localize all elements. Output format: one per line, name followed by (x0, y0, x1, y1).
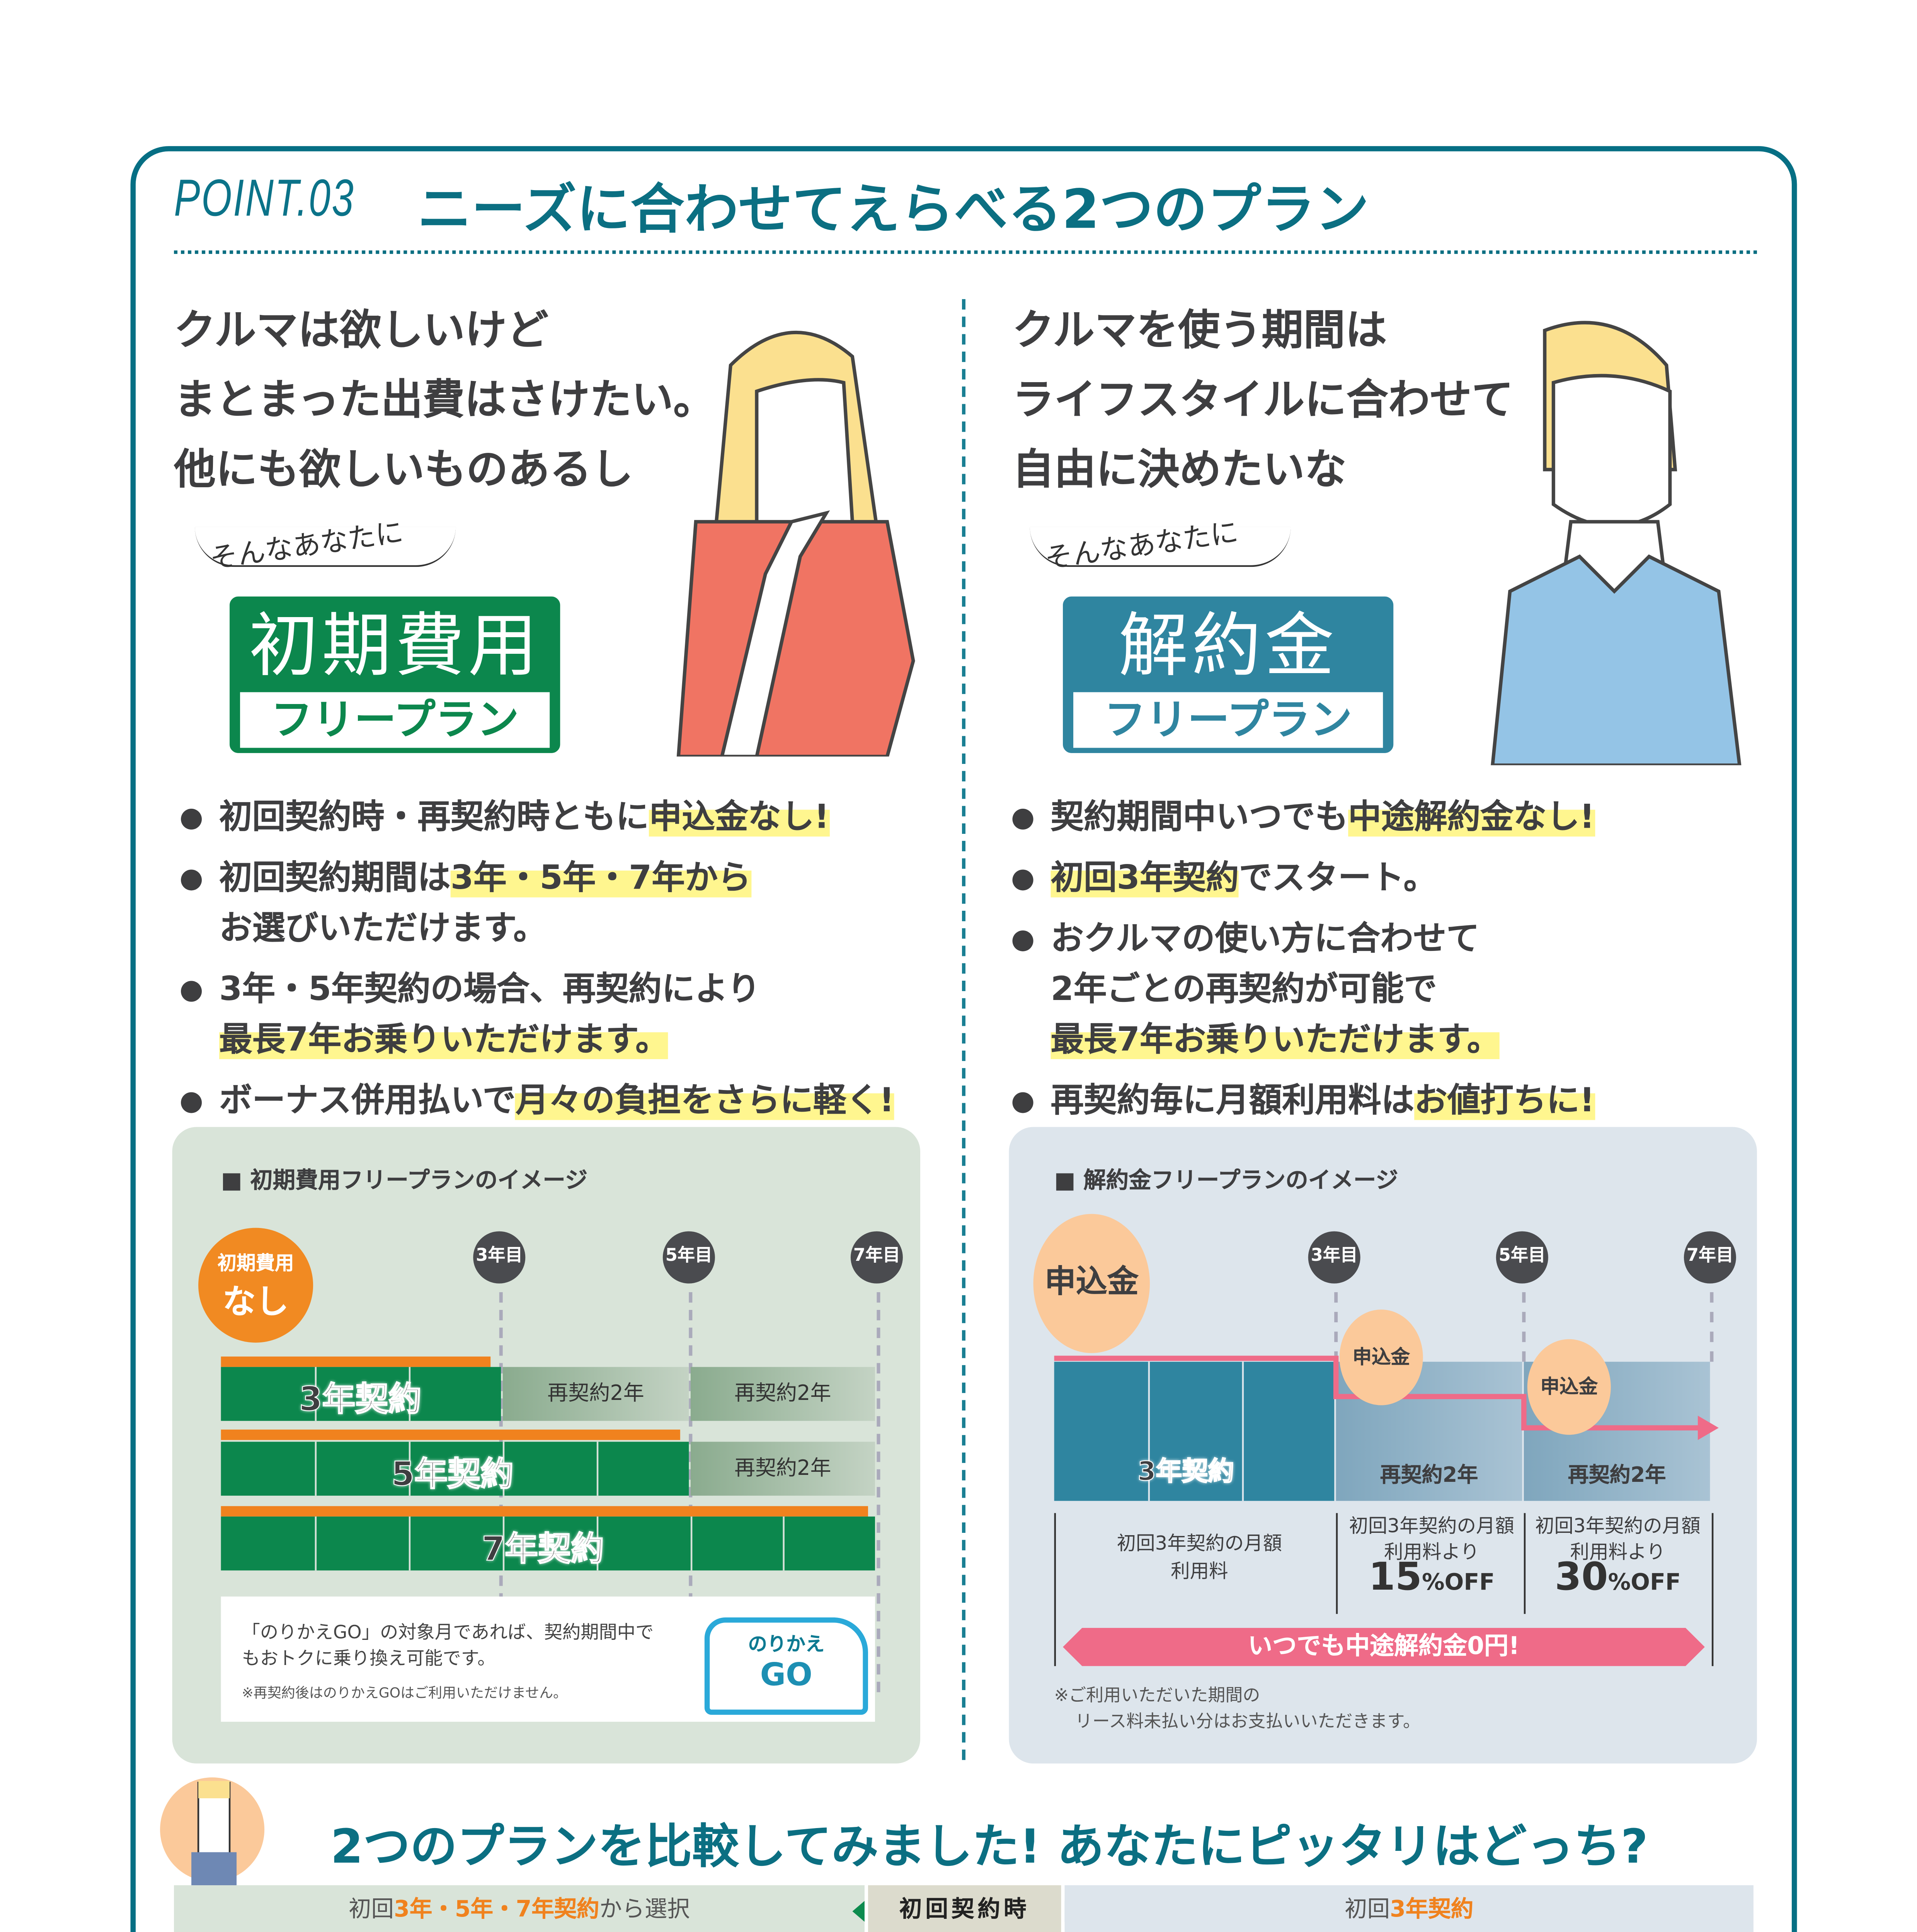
dotted-divider (174, 250, 1757, 254)
lead-line: 他にも欲しいものあるし (174, 445, 633, 494)
contract-arrow (221, 1356, 491, 1367)
benefit-bullet: ボーナス併用払いで月々の負担をさらに軽く! (181, 1077, 946, 1127)
diagram-footnote: ※ご利用いただいた期間の リース料未払い分はお支払いいただきます。 (1054, 1687, 1420, 1732)
benefit-bullet: 3年・5年契約の場合、再契約により最長7年お乗りいただけます。 (181, 965, 946, 1066)
cancellation-free-badge: 解約金 フリープラン (1063, 596, 1394, 753)
norikae-go-info: 「のりかえGO」の対象月であれば、契約期間中でもおトクに乗り換え可能です。 ※再… (221, 1596, 875, 1722)
renewal-segment: 再契約2年 (690, 1367, 875, 1421)
benefit-bullet: 再契約毎に月額利用料はお値打ちに! (1012, 1077, 1778, 1127)
right-plan-benefits: 契約期間中いつでも中途解約金なし! 初回3年契約でスタート。 おクルマの使い方に… (1012, 793, 1778, 1137)
year-marker-5: 5年目 (1496, 1231, 1548, 1284)
discount-30: 初回3年契約の月額利用料より 30%OFF (1535, 1515, 1701, 1600)
badge-title: 解約金 (1119, 607, 1338, 687)
badge-subtitle: フリープラン (1073, 692, 1383, 748)
contract-bar-3yr: 3年契約 (221, 1367, 501, 1421)
left-lead-text: クルマは欲しいけど まとまった出費はさけたい。 他にも欲しいものあるし (174, 296, 715, 504)
man-smiling-illustration (1491, 321, 1742, 765)
diagram-title: ■ 初期費用フリープランのイメージ (221, 1168, 588, 1195)
point-label: POINT.03 (174, 170, 355, 228)
base-fee-label: 初回3年契約の月額利用料 (1117, 1532, 1282, 1583)
comparison-row: 初回3年・5年・7年契約から選択 初回契約時 初回3年契約 (174, 1885, 1754, 1932)
initial-cost-free-badge: 初期費用 フリープラン (230, 596, 560, 753)
benefit-bullet: 初回契約期間は3年・5年・7年からお選びいただけます。 (181, 854, 946, 955)
lead-line: クルマを使う期間は (1012, 306, 1387, 355)
benefit-bullet: 契約期間中いつでも中途解約金なし! (1012, 793, 1778, 844)
cancellation-free-diagram: ■ 解約金フリープランのイメージ 申込金 3年目 5年目 7年目 3年契約 再契… (1009, 1127, 1757, 1764)
initial-cost-free-diagram: ■ 初期費用フリープランのイメージ 初期費用 なし 3年目 5年目 7年目 3年… (172, 1127, 920, 1764)
fee-columns: 初回3年契約の月額利用料 初回3年契約の月額利用料より 15%OFF 初回3年契… (1054, 1513, 1714, 1666)
point-section-frame (130, 146, 1797, 1932)
lead-line: クルマは欲しいけど (174, 306, 549, 355)
benefit-bullet: 初回契約時・再契約時ともに申込金なし! (181, 793, 946, 844)
caption-curve (1030, 527, 1291, 567)
renewal-fee-bubble: 申込金 (1527, 1339, 1611, 1435)
contract-bar-5yr: 5年契約 (221, 1442, 689, 1496)
diagram-title: ■ 解約金フリープランのイメージ (1054, 1168, 1398, 1195)
no-initial-cost-bubble: 初期費用 なし (198, 1228, 313, 1343)
left-plan-benefits: 初回契約時・再契約時ともに申込金なし! 初回契約期間は3年・5年・7年からお選び… (181, 793, 946, 1137)
year-marker-7: 7年目 (1684, 1231, 1736, 1284)
badge-title: 初期費用 (249, 607, 541, 687)
benefit-bullet: 初回3年契約でスタート。 (1012, 854, 1778, 905)
renewal-fee-bubble: 申込金 (1339, 1310, 1423, 1405)
year-marker-3: 3年目 (473, 1231, 526, 1284)
year-marker-7: 7年目 (850, 1231, 903, 1284)
contract-arrow (221, 1429, 680, 1440)
discount-15: 初回3年契約の月額利用料より 15%OFF (1349, 1515, 1515, 1600)
woman-thinking-illustration (676, 330, 915, 757)
contract-bar-7yr: 7年契約 (221, 1516, 875, 1571)
right-lead-text: クルマを使う期間は ライフスタイルに合わせて 自由に決めたいな (1013, 296, 1514, 504)
column-divider (962, 299, 965, 1760)
renewal-segment: 再契約2年 (690, 1442, 875, 1496)
year-marker-5: 5年目 (662, 1231, 715, 1284)
comparison-heading: 2つのプランを比較してみました! あなたにピッタリはどっち? (330, 1821, 1648, 1875)
lead-line: ライフスタイルに合わせて (1012, 376, 1514, 425)
contract-arrow (221, 1506, 868, 1517)
no-cancellation-fee-banner: いつでも中途解約金0円! (1063, 1628, 1705, 1666)
norikae-go-logo[interactable]: のりかえ GO (704, 1617, 868, 1715)
staff-avatar (160, 1777, 265, 1896)
section-title: ニーズに合わせてえらべる2つのプラン (417, 179, 1369, 242)
badge-subtitle: フリープラン (240, 692, 550, 748)
year-marker-3: 3年目 (1308, 1231, 1360, 1284)
application-fee-bubble: 申込金 (1033, 1214, 1150, 1353)
lead-line: 自由に決めたいな (1012, 445, 1347, 494)
contract-bar-3yr: 3年契約 (1054, 1362, 1335, 1501)
caption-curve (195, 527, 456, 567)
lead-line: まとまった出費はさけたい。 (174, 376, 715, 425)
renewal-segment: 再契約2年 (502, 1367, 689, 1421)
